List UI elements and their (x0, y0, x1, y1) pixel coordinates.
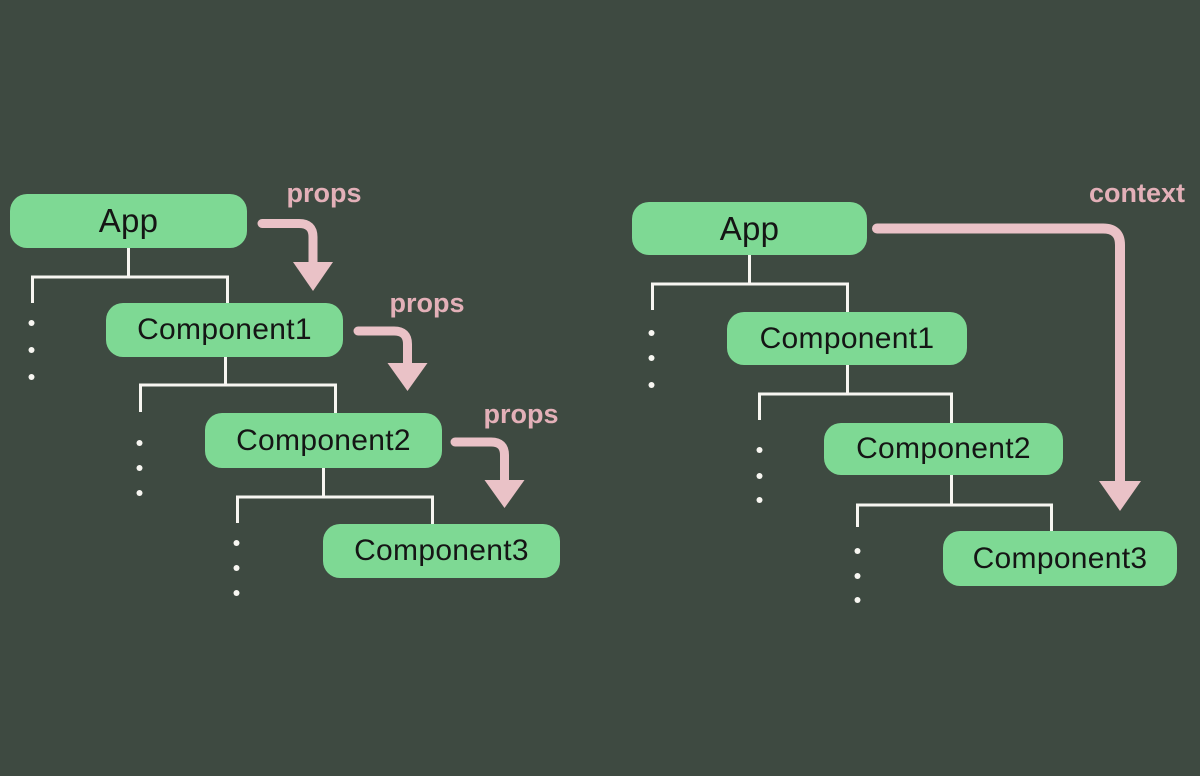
props-arrow-app-to-component1 (257, 219, 333, 291)
right-node-app: App (632, 202, 867, 255)
right-node-component3: Component3 (943, 531, 1177, 586)
right-node-component2: Component2 (824, 423, 1063, 475)
context-arrow-app-to-component3 (872, 223, 1141, 511)
context-label: context (1088, 178, 1186, 208)
props-label-3: props (483, 399, 559, 429)
right-tree-connectors (648, 255, 1053, 603)
left-node-component1: Component1 (106, 303, 343, 357)
props-arrow-component1-to-component2 (353, 326, 428, 391)
left-tree-connectors (28, 248, 434, 596)
right-node-component1: Component1 (727, 312, 967, 365)
left-node-component3: Component3 (323, 524, 560, 578)
props-arrow-component2-to-component3 (450, 437, 525, 508)
props-label-2: props (389, 288, 465, 318)
left-node-component2: Component2 (205, 413, 442, 468)
props-label-1: props (286, 178, 362, 208)
left-node-app: App (10, 194, 247, 248)
